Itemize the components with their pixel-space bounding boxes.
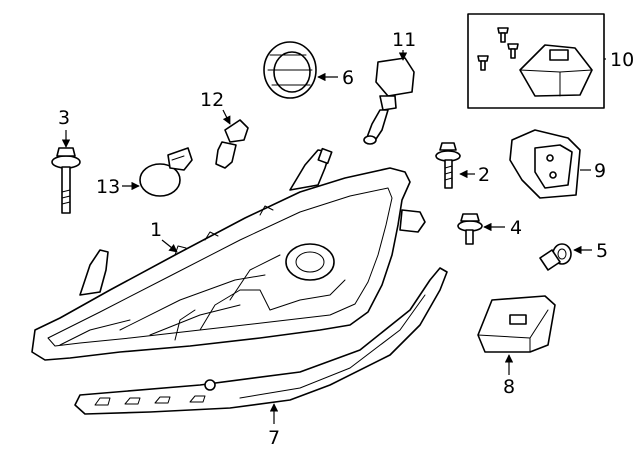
hid-bulb-part-11 xyxy=(363,57,415,145)
callout-6: 6 xyxy=(317,67,354,89)
ballast-kit-part-10 xyxy=(467,13,605,109)
clip-part-5 xyxy=(539,243,572,271)
svg-text:5: 5 xyxy=(596,240,608,262)
svg-text:2: 2 xyxy=(478,164,490,186)
svg-text:11: 11 xyxy=(392,29,416,51)
callout-8: 8 xyxy=(503,354,515,398)
callout-5: 5 xyxy=(573,240,608,262)
bracket-part-9 xyxy=(509,129,581,199)
bulb-part-13 xyxy=(139,147,193,197)
svg-text:3: 3 xyxy=(58,107,70,129)
svg-text:10: 10 xyxy=(610,49,634,71)
svg-text:7: 7 xyxy=(268,427,280,449)
callout-11: 11 xyxy=(392,29,416,61)
svg-text:1: 1 xyxy=(150,219,162,241)
callout-4: 4 xyxy=(483,217,522,239)
callout-3: 3 xyxy=(58,107,71,148)
bolt-part-4 xyxy=(457,213,483,245)
dust-cap-part-6 xyxy=(263,41,317,99)
svg-text:6: 6 xyxy=(342,67,354,89)
callout-1: 1 xyxy=(150,219,178,253)
callout-13: 13 xyxy=(96,176,140,198)
svg-text:13: 13 xyxy=(96,176,120,198)
svg-text:8: 8 xyxy=(503,376,515,398)
callout-9: 9 xyxy=(580,160,606,182)
bulb-part-12 xyxy=(215,119,249,169)
long-bolt-part-3 xyxy=(51,147,81,214)
svg-text:9: 9 xyxy=(594,160,606,182)
svg-text:12: 12 xyxy=(200,89,224,111)
callout-2: 2 xyxy=(459,164,490,186)
callout-12: 12 xyxy=(200,89,231,125)
callout-7: 7 xyxy=(268,403,280,449)
svg-text:4: 4 xyxy=(510,217,522,239)
headlamp-assembly xyxy=(31,147,426,361)
bolt-part-2 xyxy=(435,142,461,189)
callout-10: 10 xyxy=(604,49,634,71)
lower-bracket-part-7 xyxy=(74,267,448,415)
control-module-part-8 xyxy=(477,295,556,353)
